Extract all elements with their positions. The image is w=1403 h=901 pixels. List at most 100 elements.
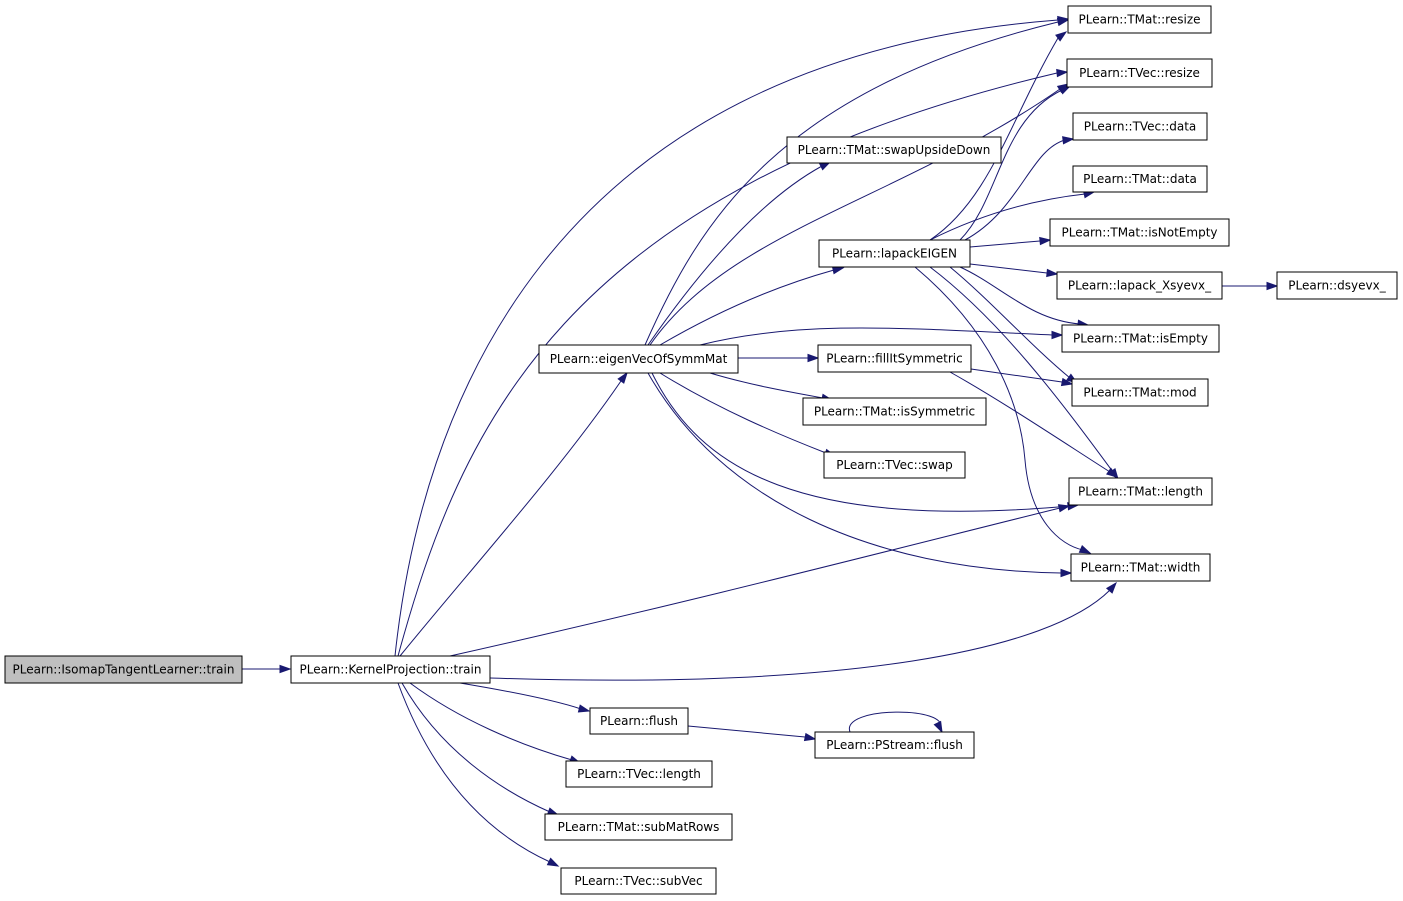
node-box	[1049, 218, 1230, 247]
node-label: PLearn::eigenVecOfSymmMat	[550, 352, 728, 366]
node-label: PLearn::TMat::length	[1078, 485, 1203, 499]
node-box	[290, 655, 491, 684]
node-label: PLearn::PStream::flush	[826, 738, 963, 752]
edge-kp-to-tvec-length	[409, 682, 582, 764]
node-eigen-vec[interactable]: PLearn::eigenVecOfSymmMat	[538, 344, 739, 374]
edge-line	[959, 266, 1081, 325]
edge-line	[647, 165, 823, 346]
edge-eigen-to-is-symmetric	[709, 372, 834, 402]
node-label: PLearn::TMat::isNotEmpty	[1062, 226, 1218, 240]
arrowhead-icon	[1046, 268, 1059, 278]
edge-kp-to-flush	[459, 682, 591, 713]
edge-kp-to-tmat-length	[449, 504, 1071, 657]
node-box	[560, 867, 717, 895]
arrowhead-icon	[1106, 467, 1119, 478]
node-box	[814, 731, 975, 759]
node-label: PLearn::TMat::isEmpty	[1073, 332, 1208, 346]
edge-line	[459, 682, 582, 710]
edge-line	[409, 682, 573, 761]
edge-eigen-to-tmat-resize	[644, 17, 1070, 346]
edge-line	[969, 263, 1048, 274]
arrowhead-icon	[1051, 330, 1064, 340]
node-box	[1072, 165, 1208, 193]
edge-lapack-to-tvec-resize	[959, 85, 1072, 241]
node-fill-symmetric[interactable]: PLearn::fillItSymmetric	[817, 344, 972, 373]
edge-line	[644, 21, 1059, 346]
edge-line	[659, 372, 827, 454]
edge-lapack-xsyevx-to-dsyevx	[1222, 281, 1279, 291]
node-label: PLearn::dsyevx_	[1288, 279, 1386, 293]
edge-line	[914, 266, 1084, 551]
edge-fill-to-tmat-mod	[970, 368, 1074, 387]
arrowhead-icon	[1056, 68, 1069, 78]
node-lapack-eigen[interactable]: PLearn::lapackEIGEN	[818, 239, 971, 268]
node-tvec-swap[interactable]: PLearn::TVec::swap	[823, 451, 966, 479]
node-tvec-data[interactable]: PLearn::TVec::data	[1072, 112, 1208, 141]
node-tmat-mod[interactable]: PLearn::TMat::mod	[1071, 378, 1209, 407]
node-box	[589, 707, 689, 735]
edge-line	[709, 372, 824, 399]
node-lapack-xsyevx[interactable]: PLearn::lapack_Xsyevx_	[1056, 271, 1223, 300]
node-is-symmetric[interactable]: PLearn::TMat::isSymmetric	[802, 397, 987, 426]
node-label: PLearn::TMat::resize	[1078, 13, 1200, 27]
node-label: PLearn::lapackEIGEN	[832, 247, 957, 261]
edge-fill-to-tmat-length	[949, 371, 1119, 478]
node-tvec-length[interactable]: PLearn::TVec::length	[565, 760, 713, 788]
edge-lapack-to-tmat-resize	[929, 31, 1068, 241]
node-label: PLearn::TMat::isSymmetric	[814, 405, 975, 419]
node-box	[544, 813, 733, 841]
arrowhead-icon	[1055, 31, 1068, 42]
node-label: PLearn::TVec::swap	[836, 458, 953, 472]
node-label: PLearn::TMat::data	[1083, 172, 1197, 186]
node-box	[1066, 58, 1213, 88]
arrowhead-icon	[933, 720, 943, 734]
node-tmat-width[interactable]: PLearn::TMat::width	[1070, 553, 1211, 582]
arrowhead-icon	[803, 732, 817, 742]
arrowhead-icon	[831, 266, 845, 275]
node-tmat-resize[interactable]: PLearn::TMat::resize	[1067, 5, 1212, 34]
arrowhead-icon	[1039, 236, 1052, 246]
edge-isomap-to-kp	[242, 664, 292, 674]
node-submatrows[interactable]: PLearn::TMat::subMatRows	[544, 813, 733, 841]
node-kp-train[interactable]: PLearn::KernelProjection::train	[290, 655, 491, 684]
arrowhead-icon	[546, 857, 560, 867]
node-isomap-train[interactable]: PLearn::IsomapTangentLearner::train	[4, 655, 243, 684]
arrowhead-icon	[279, 664, 292, 674]
arrowhead-icon	[1078, 544, 1092, 554]
arrowhead-icon	[1266, 281, 1279, 291]
node-tvec-resize[interactable]: PLearn::TVec::resize	[1066, 58, 1213, 88]
node-label: PLearn::TMat::swapUpsideDown	[798, 143, 991, 157]
node-is-empty[interactable]: PLearn::TMat::isEmpty	[1061, 324, 1220, 353]
arrowhead-icon	[1062, 136, 1075, 145]
node-label: PLearn::IsomapTangentLearner::train	[13, 663, 235, 677]
edge-lapack-to-is-not-empty	[969, 236, 1052, 248]
node-subvec[interactable]: PLearn::TVec::subVec	[560, 867, 717, 895]
arrowhead-icon	[1058, 85, 1072, 95]
node-is-not-empty[interactable]: PLearn::TMat::isNotEmpty	[1049, 218, 1230, 247]
edge-line	[394, 19, 1059, 657]
node-flush[interactable]: PLearn::flush	[589, 707, 689, 735]
node-label: PLearn::TVec::length	[577, 767, 701, 781]
edge-eigen-to-tvec-resize	[649, 83, 1070, 346]
node-label: PLearn::TVec::resize	[1079, 66, 1200, 80]
edge-line	[929, 193, 1086, 241]
node-label: PLearn::TVec::data	[1084, 120, 1197, 134]
edge-line	[699, 327, 1053, 346]
edge-line	[399, 380, 622, 657]
node-label: PLearn::fillItSymmetric	[826, 352, 962, 366]
node-tmat-data[interactable]: PLearn::TMat::data	[1072, 165, 1208, 193]
edge-line	[649, 88, 1061, 346]
node-tmat-length[interactable]: PLearn::TMat::length	[1068, 477, 1213, 506]
node-swap-upside-down[interactable]: PLearn::TMat::swapUpsideDown	[786, 136, 1002, 164]
node-pstream-flush[interactable]: PLearn::PStream::flush	[814, 731, 975, 759]
edge-kp-to-tmat-width	[489, 581, 1117, 681]
arrowhead-icon	[1105, 581, 1117, 594]
edge-kp-to-subvec	[397, 682, 560, 867]
edge-line	[849, 711, 942, 733]
edge-kp-to-eigen	[399, 371, 628, 657]
edge-line	[397, 72, 1058, 657]
node-label: PLearn::TMat::mod	[1083, 386, 1196, 400]
node-dsyevx[interactable]: PLearn::dsyevx_	[1276, 271, 1398, 300]
